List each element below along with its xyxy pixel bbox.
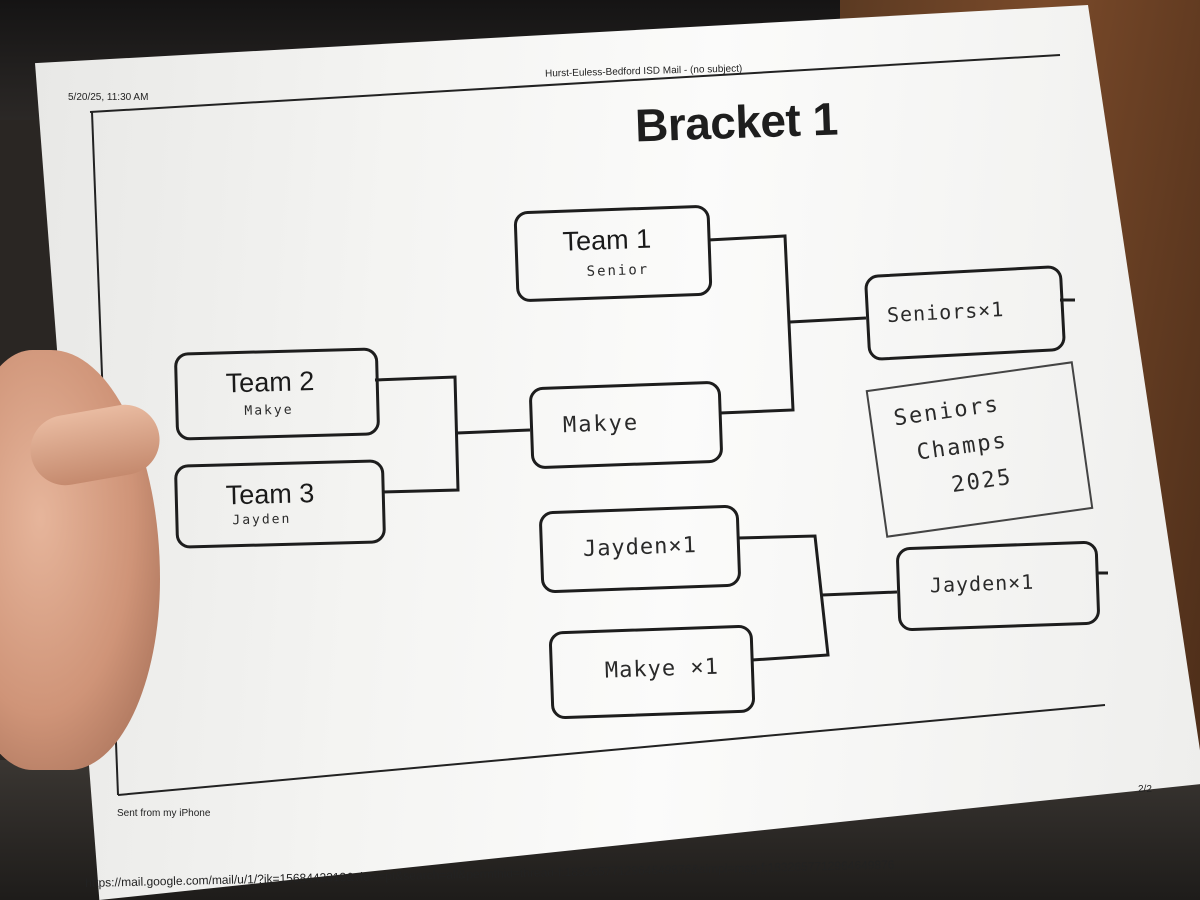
lower-winner-box: Jayden×1 [895, 540, 1101, 632]
note-line1: Seniors [892, 391, 1002, 432]
champs-note: Seniors Champs 2025 [865, 361, 1094, 538]
team1-label: Team 1 [562, 223, 652, 257]
team3-label: Team 3 [225, 478, 315, 511]
lower-winner-name: Jayden×1 [929, 569, 1035, 598]
team1-box: Team 1 Senior [513, 204, 713, 303]
semifinal-box: Makye [528, 380, 724, 470]
final-box: Seniors×1 [863, 264, 1067, 362]
final-winner: Seniors×1 [886, 296, 1005, 328]
lower-bottom-name: Makye ×1 [604, 654, 720, 684]
team1-handwritten: Senior [586, 261, 650, 280]
page-number: 2/2 [1138, 784, 1152, 795]
team3-box: Team 3 Jayden [173, 459, 387, 549]
lower-bottom-box: Makye ×1 [548, 624, 756, 720]
lower-top-name: Jayden×1 [582, 533, 698, 562]
printed-paper [35, 5, 1200, 900]
note-line2: Champs [915, 428, 1010, 466]
semifinal-winner: Makye [562, 410, 640, 439]
sent-from-iphone: Sent from my iPhone [117, 808, 211, 819]
lower-top-box: Jayden×1 [538, 504, 742, 594]
note-line3: 2025 [950, 464, 1014, 499]
team2-box: Team 2 Makye [173, 347, 381, 441]
timestamp: 5/20/25, 11:30 AM [68, 92, 149, 103]
team2-label: Team 2 [225, 366, 315, 399]
team3-handwritten: Jayden [232, 511, 292, 529]
team2-handwritten: Makye [244, 402, 294, 419]
bracket-title: Bracket 1 [634, 92, 839, 152]
